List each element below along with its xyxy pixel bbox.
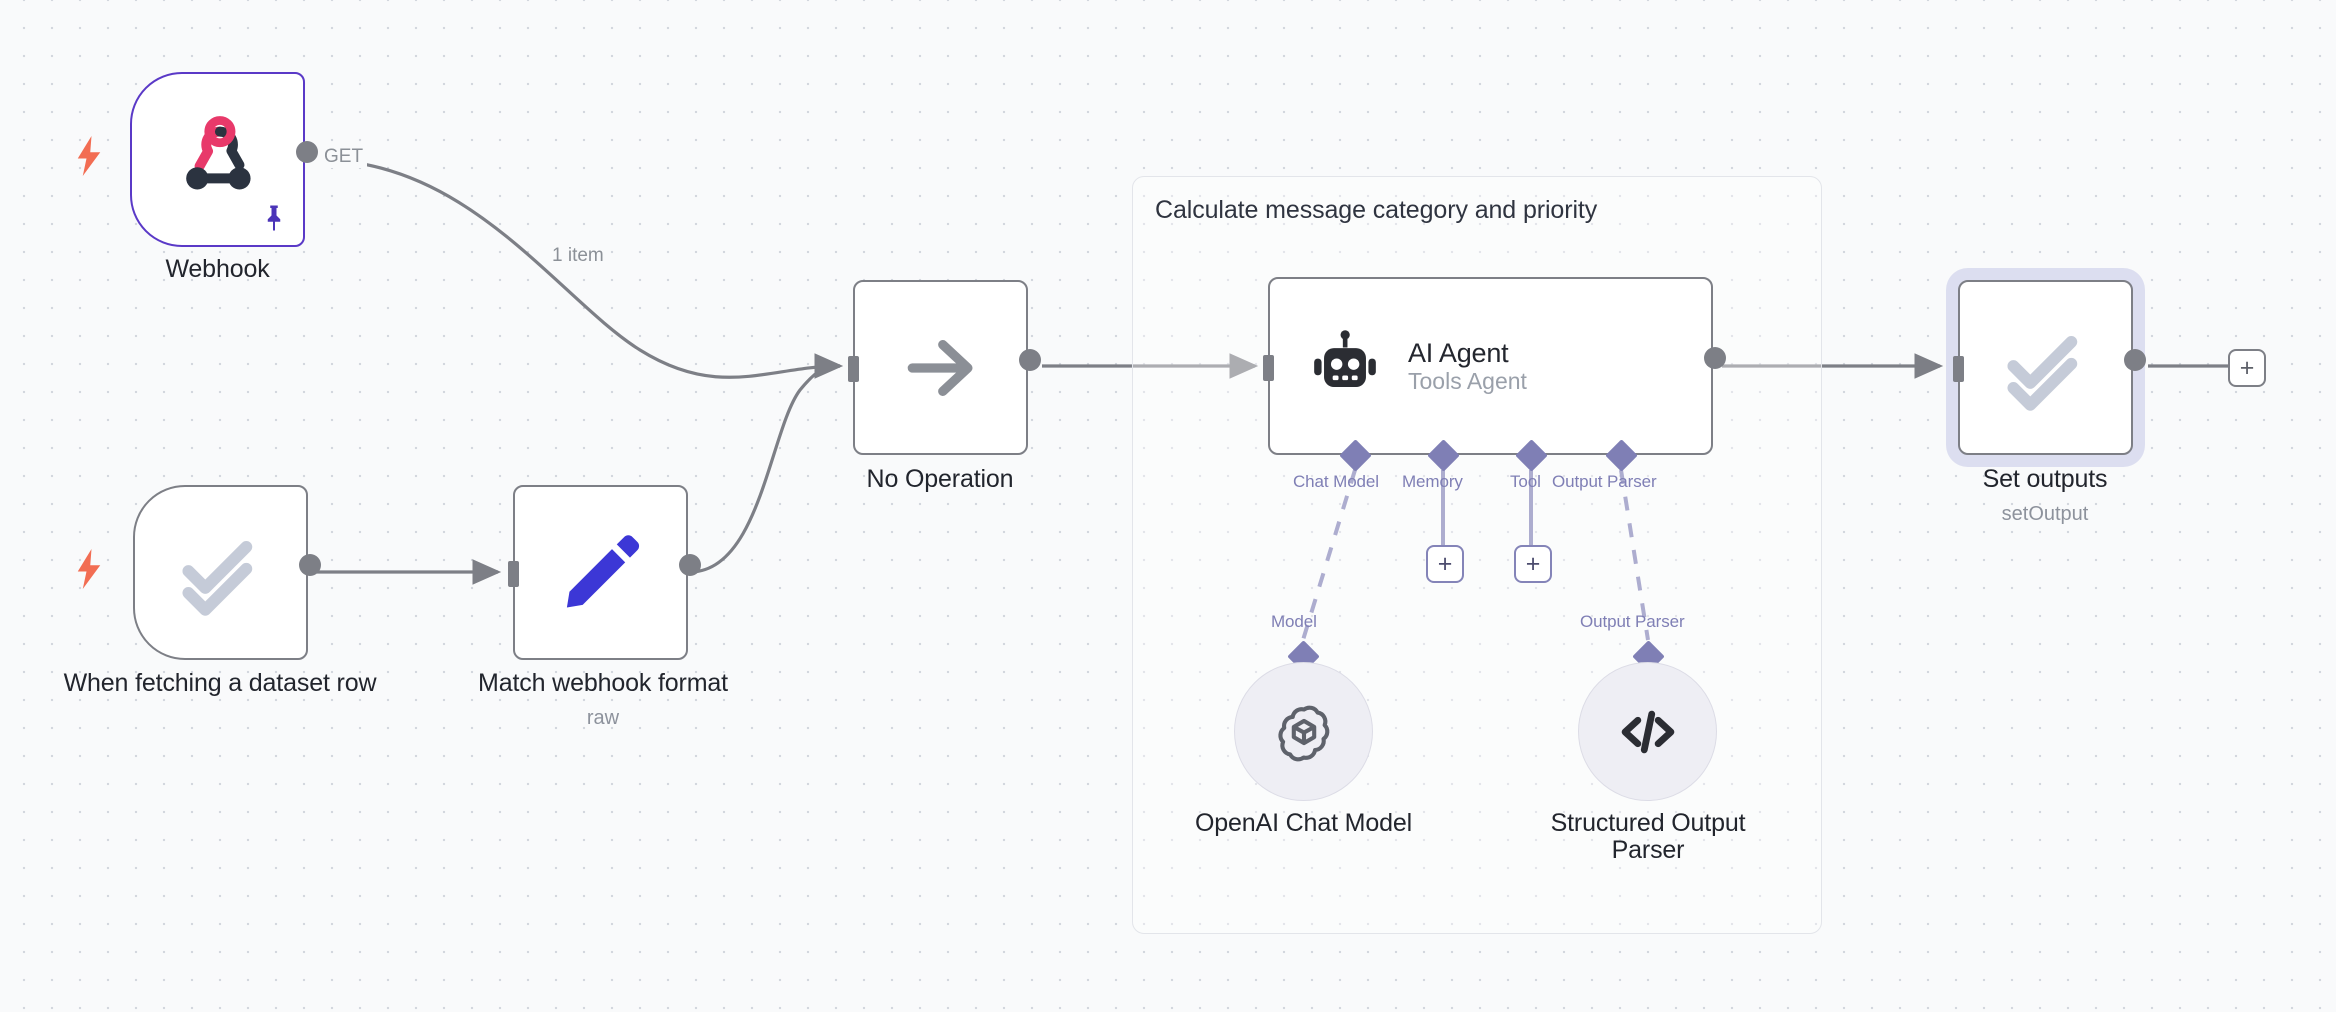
node-label-when-fetching-dataset-row: When fetching a dataset row — [63, 669, 377, 697]
noop-input-port[interactable] — [848, 356, 859, 382]
node-label-ai-agent: AI Agent — [1408, 337, 1509, 368]
double-check-icon — [2006, 335, 2077, 411]
node-label-no-operation: No Operation — [866, 465, 1014, 493]
agent-output-port[interactable] — [1704, 347, 1726, 369]
node-when-fetching-dataset-row[interactable] — [133, 485, 321, 660]
agent-port-label-output-parser: Output Parser — [1552, 472, 1657, 491]
node-label-match-webhook-format: Match webhook format — [478, 669, 728, 697]
arrow-right-icon — [907, 339, 973, 396]
pin-icon — [267, 205, 281, 231]
trigger-bolt-icon-webhook — [74, 135, 104, 177]
edge-webhook-to-noop[interactable] — [319, 158, 841, 379]
node-label-set-outputs: Set outputs — [1982, 465, 2108, 493]
node-set-outputs[interactable] — [1953, 280, 2146, 455]
set-outputs-output-port[interactable] — [2124, 349, 2146, 371]
match-input-port[interactable] — [508, 561, 519, 587]
agent-input-port[interactable] — [1263, 355, 1274, 381]
code-brackets-icon — [1621, 710, 1674, 753]
openai-port-label: Model — [1271, 612, 1317, 631]
node-sublabel-set-outputs: setOutput — [2001, 503, 2089, 525]
node-match-webhook-format[interactable] — [508, 485, 701, 660]
add-node-button[interactable]: + — [2228, 349, 2266, 387]
add-tool-button[interactable]: + — [1514, 545, 1552, 583]
webhook-output-port[interactable] — [296, 141, 318, 163]
double-check-icon — [181, 540, 252, 616]
node-ai-agent[interactable]: AI Agent Tools Agent — [1263, 277, 1726, 455]
edge-label-get: GET — [320, 146, 368, 168]
node-label-structured-output-parser: Structured Output Parser — [1550, 809, 1746, 864]
agent-port-label-memory: Memory — [1402, 472, 1463, 491]
agent-port-label-tool: Tool — [1510, 472, 1541, 491]
node-sublabel-match-webhook-format: raw — [586, 707, 620, 729]
node-label-openai-chat-model: OpenAI Chat Model — [1194, 809, 1413, 837]
openai-icon — [1277, 705, 1329, 761]
webhook-icon — [185, 115, 251, 190]
node-sublabel-ai-agent: Tools Agent — [1408, 368, 1527, 395]
edge-match-to-noop[interactable] — [689, 353, 844, 574]
add-memory-button[interactable]: + — [1426, 545, 1464, 583]
group-title: Calculate message category and priority — [1155, 196, 1598, 224]
pencil-icon — [566, 534, 639, 607]
set-outputs-input-port[interactable] — [1953, 356, 1964, 382]
node-no-operation[interactable] — [848, 280, 1041, 455]
robot-icon — [1314, 330, 1376, 387]
edge-agent-chatmodel[interactable] — [1301, 469, 1357, 641]
noop-output-port[interactable] — [1019, 349, 1041, 371]
edge-label-1-item: 1 item — [548, 245, 608, 267]
output-parser-port-label: Output Parser — [1580, 612, 1685, 631]
node-label-webhook: Webhook — [165, 255, 270, 283]
trigger2-output-port[interactable] — [299, 554, 321, 576]
match-output-port[interactable] — [679, 554, 701, 576]
edge-agent-outputparser[interactable] — [1619, 469, 1650, 641]
agent-port-label-chat-model: Chat Model — [1293, 472, 1379, 491]
node-structured-output-parser[interactable] — [1578, 662, 1717, 801]
trigger-bolt-icon-dataset — [74, 548, 104, 590]
node-webhook[interactable] — [130, 72, 318, 247]
node-openai-chat-model[interactable] — [1234, 662, 1373, 801]
